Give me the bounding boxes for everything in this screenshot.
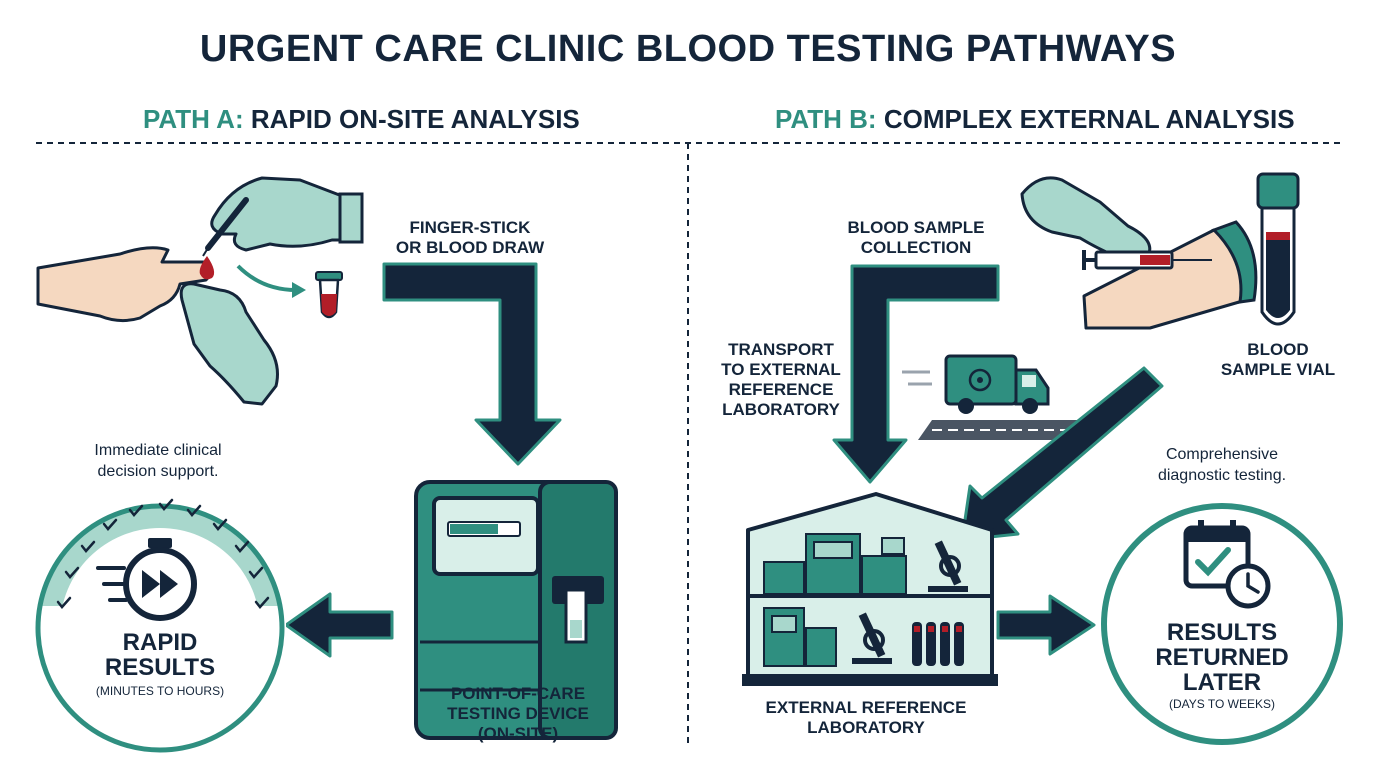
path-a-heading: PATH A: RAPID ON-SITE ANALYSIS [143, 104, 580, 135]
fast-forward-icon [142, 570, 178, 598]
path-b-note: Comprehensive diagnostic testing. [1157, 446, 1287, 484]
microscope-icon [852, 540, 968, 664]
lab-label: EXTERNAL REFERENCE LABORATORY [765, 698, 967, 737]
path-b-title: COMPLEX EXTERNAL ANALYSIS [883, 104, 1295, 134]
path-b-heading: PATH B: COMPLEX EXTERNAL ANALYSIS [775, 104, 1295, 135]
blood-tube-icon [315, 271, 343, 319]
path-a-left-arrow [284, 592, 394, 658]
transport-label: TRANSPORT TO EXTERNAL REFERENCE LABORATO… [721, 340, 841, 419]
path-a-tag: PATH A: [143, 104, 244, 134]
blood-drop-icon [199, 256, 215, 280]
rapid-results-subtitle: (MINUTES TO HOURS) [95, 684, 225, 698]
finger-stick-icon [36, 176, 364, 406]
biohazard-truck-icon [902, 354, 1086, 440]
results-later-badge [1101, 503, 1343, 745]
blood-vial-label: BLOOD SAMPLE VIAL [1220, 340, 1336, 379]
testing-device-icon [414, 480, 618, 740]
transfer-arrow [236, 264, 306, 298]
path-b-right-arrow [996, 594, 1096, 656]
path-b-down-arrow [832, 264, 1000, 484]
path-b-tag: PATH B: [775, 104, 877, 134]
path-a-title: RAPID ON-SITE ANALYSIS [250, 104, 580, 134]
rapid-results-title: RAPID RESULTS [104, 629, 216, 681]
rapid-results-badge [34, 498, 286, 756]
laboratory-icon [742, 492, 998, 686]
testing-device-label: POINT-OF-CARE TESTING DEVICE (ON-SITE) [447, 684, 589, 743]
path-a-down-arrow [382, 262, 562, 466]
syringe-icon [1020, 176, 1258, 330]
path-a-note: Immediate clinical decision support. [94, 442, 222, 480]
finger-stick-label: FINGER-STICK OR BLOOD DRAW [395, 218, 545, 257]
page-title: URGENT CARE CLINIC BLOOD TESTING PATHWAY… [199, 28, 1177, 70]
results-later-subtitle: (DAYS TO WEEKS) [1168, 697, 1276, 711]
vial-icon [1256, 172, 1300, 326]
results-later-title: RESULTS RETURNED LATER [1155, 619, 1289, 696]
calendar-clock-icon [1183, 520, 1271, 609]
blood-collection-label: BLOOD SAMPLE COLLECTION [847, 218, 985, 257]
